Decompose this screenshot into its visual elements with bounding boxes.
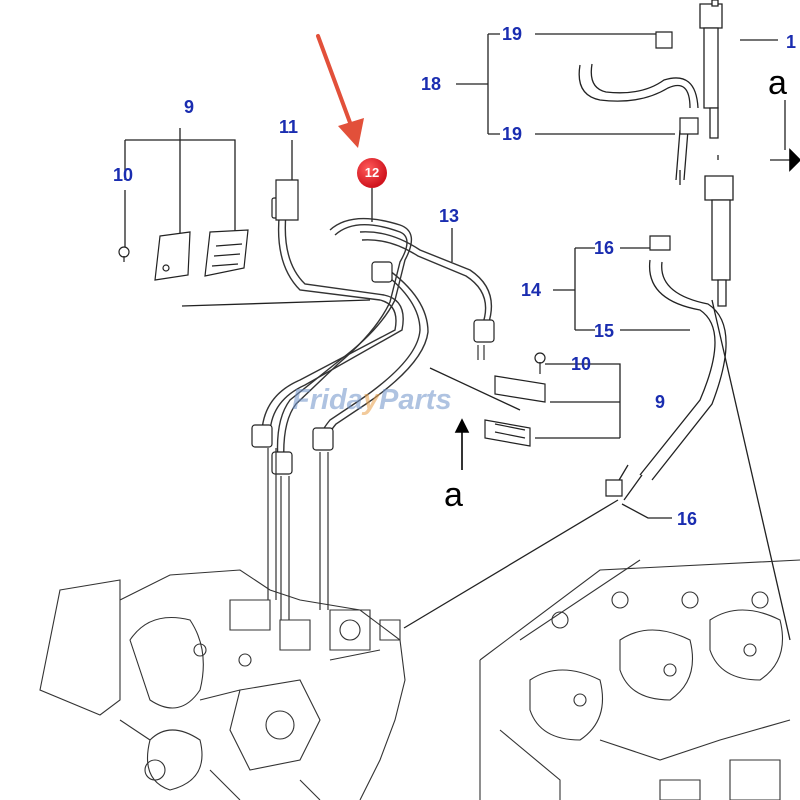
- hose-clips: [605, 31, 699, 497]
- watermark-logo: FridayParts: [292, 384, 452, 416]
- callout-9-mid: 9: [655, 392, 666, 412]
- callout-15: 15: [594, 321, 615, 341]
- callout-10-top: 10: [113, 165, 134, 185]
- callout-16-bottom: 16: [677, 509, 698, 529]
- leader-lines: [124, 33, 791, 641]
- callout-1: 1: [786, 32, 797, 52]
- callout-18: 18: [421, 74, 442, 94]
- highlight-badge-12: 12: [357, 158, 387, 188]
- callout-19-top: 19: [502, 24, 523, 44]
- cylinder-head: [479, 559, 800, 800]
- callout-9-top: 9: [184, 97, 195, 117]
- highlight-arrow: [316, 34, 364, 148]
- callout-13: 13: [439, 206, 460, 226]
- callout-16-top: 16: [594, 238, 615, 258]
- view-marker-a-mid: a: [444, 476, 463, 514]
- clamp-set-mid: [484, 352, 546, 447]
- injectors: [699, 0, 734, 307]
- callout-14: 14: [521, 280, 542, 300]
- callout-11: 11: [279, 117, 299, 137]
- pump-connections: [267, 345, 485, 620]
- view-arrows: [454, 148, 800, 470]
- view-marker-a-top: a: [768, 64, 787, 102]
- return-hoses: [578, 63, 727, 501]
- injection-pump: [39, 569, 406, 800]
- pipe-nut-fittings: [251, 179, 495, 475]
- injection-pipes: [261, 195, 493, 463]
- clamp-set-top: [118, 229, 249, 281]
- callout-10-mid: 10: [571, 354, 592, 374]
- callout-19-bottom: 19: [502, 124, 523, 144]
